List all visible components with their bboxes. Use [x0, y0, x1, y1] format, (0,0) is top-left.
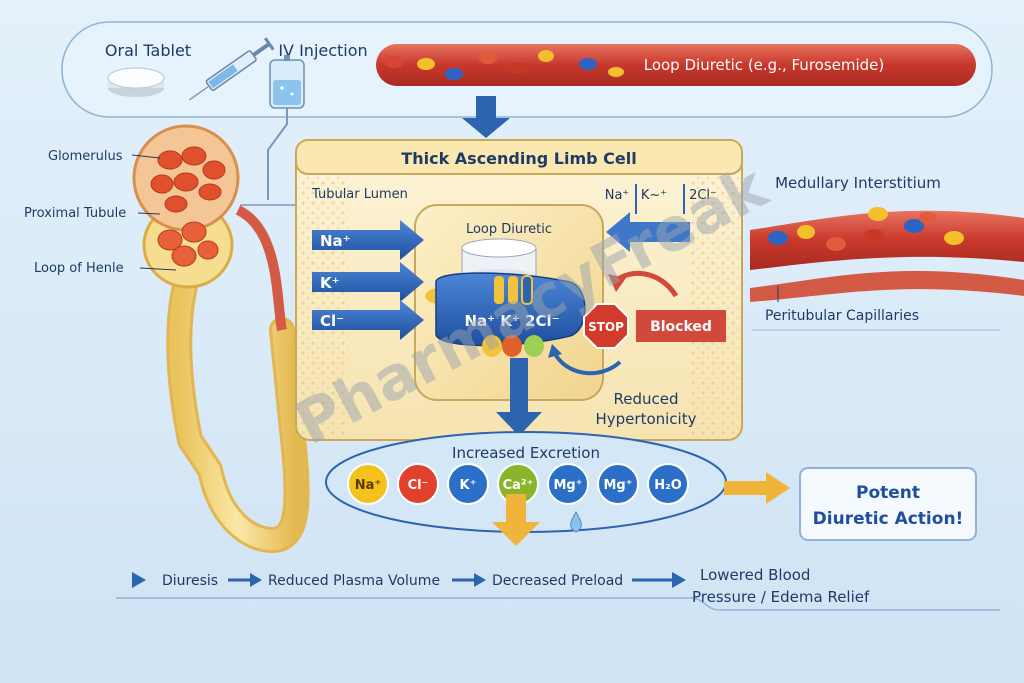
blocked-label: Blocked — [650, 319, 712, 335]
tubular-lumen-label: Tubular Lumen — [311, 187, 408, 202]
excretion-title: Increased Excretion — [452, 444, 600, 462]
loop-of-henle-label: Loop of Henle — [34, 261, 124, 276]
top-na-label: Na⁺ — [605, 188, 630, 203]
drug-label: Loop Diuretic (e.g., Furosemide) — [644, 56, 885, 74]
ion-arrow-na: Na⁺ — [312, 220, 424, 260]
ion-ball: Cl⁻ — [397, 463, 439, 505]
excretion-panel: Increased Excretion Na⁺ Cl⁻ K⁺ Ca²⁺ Mg⁺ Mg⁺ H₂… — [325, 431, 790, 546]
ion-in-label: K⁺ — [320, 274, 340, 292]
flow-step-3: Decreased Preload — [492, 573, 623, 589]
water-drop-icon — [570, 511, 582, 533]
top-cl-label: 2Cl⁻ — [689, 188, 717, 203]
result-box: Potent Diuretic Action! — [799, 467, 977, 541]
excretion-down-arrow — [492, 494, 540, 546]
ion-ball: K⁺ — [447, 463, 489, 505]
ion-ball-label: H₂O — [654, 478, 682, 493]
result-line-2: Diuretic Action! — [813, 509, 964, 529]
blood-vessel-top: Loop Diuretic (e.g., Furosemide) — [376, 44, 976, 86]
proximal-tubule-label: Proximal Tubule — [24, 206, 126, 221]
glomerulus-label: Glomerulus — [48, 149, 123, 164]
interstitium-arrow — [606, 212, 690, 252]
ion-ball-label: Na⁺ — [355, 478, 382, 493]
tablet-icon — [107, 67, 165, 97]
top-k-label: K~⁺ — [641, 188, 667, 203]
ion-ball-label: Mg⁺ — [553, 478, 582, 493]
flow-final-1: Lowered Blood — [700, 566, 810, 584]
ion-ball-circle — [347, 463, 389, 505]
ion-ball: Na⁺ — [347, 463, 389, 505]
oral-tablet-label: Oral Tablet — [105, 41, 191, 60]
syringe-icon — [188, 37, 275, 101]
tal-cell-panel: Thick Ascending Limb Cell Tubular Lumen … — [295, 139, 743, 441]
ion-ball-circle — [447, 463, 489, 505]
ion-ball-circle — [647, 463, 689, 505]
ion-ball-label: Ca²⁺ — [503, 478, 534, 493]
flow-step-2: Reduced Plasma Volume — [268, 573, 440, 589]
administration-panel: Oral Tablet IV Injection — [61, 21, 993, 200]
stop-label: STOP — [588, 320, 624, 334]
cell-title: Thick Ascending Limb Cell — [401, 149, 636, 168]
interstitium-vessels: Medullary Interstitium Peritubular Capil… — [750, 174, 1024, 331]
transporter-label: Na⁺ K⁺ 2Cl⁻ — [464, 312, 559, 330]
iv-bag-icon — [267, 55, 305, 200]
excretion-arrow — [496, 358, 542, 436]
result-arrow — [724, 472, 790, 504]
ion-ball: Mg⁺ — [597, 463, 639, 505]
reduced-line-2: Hypertonicity — [596, 410, 697, 428]
reduced-line-1: Reduced — [613, 390, 678, 408]
ion-ball: H₂O — [647, 463, 689, 505]
ion-ball-label: Mg⁺ — [603, 478, 632, 493]
blocked-badge — [636, 310, 726, 342]
nephron: Glomerulus Proximal Tubule Loop of Henle — [24, 124, 310, 554]
ion-ball-label: K⁺ — [460, 478, 477, 493]
peritubular-capillaries-label: Peritubular Capillaries — [765, 308, 919, 324]
ion-ball-label: Cl⁻ — [408, 478, 429, 493]
nkcc2-transporter: Na⁺ K⁺ 2Cl⁻ — [425, 272, 586, 357]
iv-injection-label: IV Injection — [278, 41, 367, 60]
ion-ball-circle — [547, 463, 589, 505]
stop-sign-icon: STOP — [583, 303, 629, 349]
ion-arrow-cl: Cl⁻ — [312, 300, 424, 340]
outcome-flow: Diuresis Reduced Plasma Volume Decreased… — [116, 566, 1000, 611]
ion-ball-circle — [597, 463, 639, 505]
drug-entry-arrow — [462, 96, 510, 138]
ion-ball: Mg⁺ — [547, 463, 589, 505]
glomerulus-capillaries — [150, 146, 226, 213]
ion-in-label: Cl⁻ — [320, 312, 344, 330]
flow-final-2: Pressure / Edema Relief — [692, 588, 870, 606]
flow-step-1: Diuresis — [162, 573, 218, 589]
ion-arrow-k: K⁺ — [312, 262, 424, 302]
ion-ball-circle — [397, 463, 439, 505]
ion-in-label: Na⁺ — [320, 232, 351, 250]
result-line-1: Potent — [856, 483, 920, 503]
loop-diuretic-label: Loop Diuretic — [466, 222, 552, 237]
medullary-interstitium-label: Medullary Interstitium — [775, 174, 941, 192]
